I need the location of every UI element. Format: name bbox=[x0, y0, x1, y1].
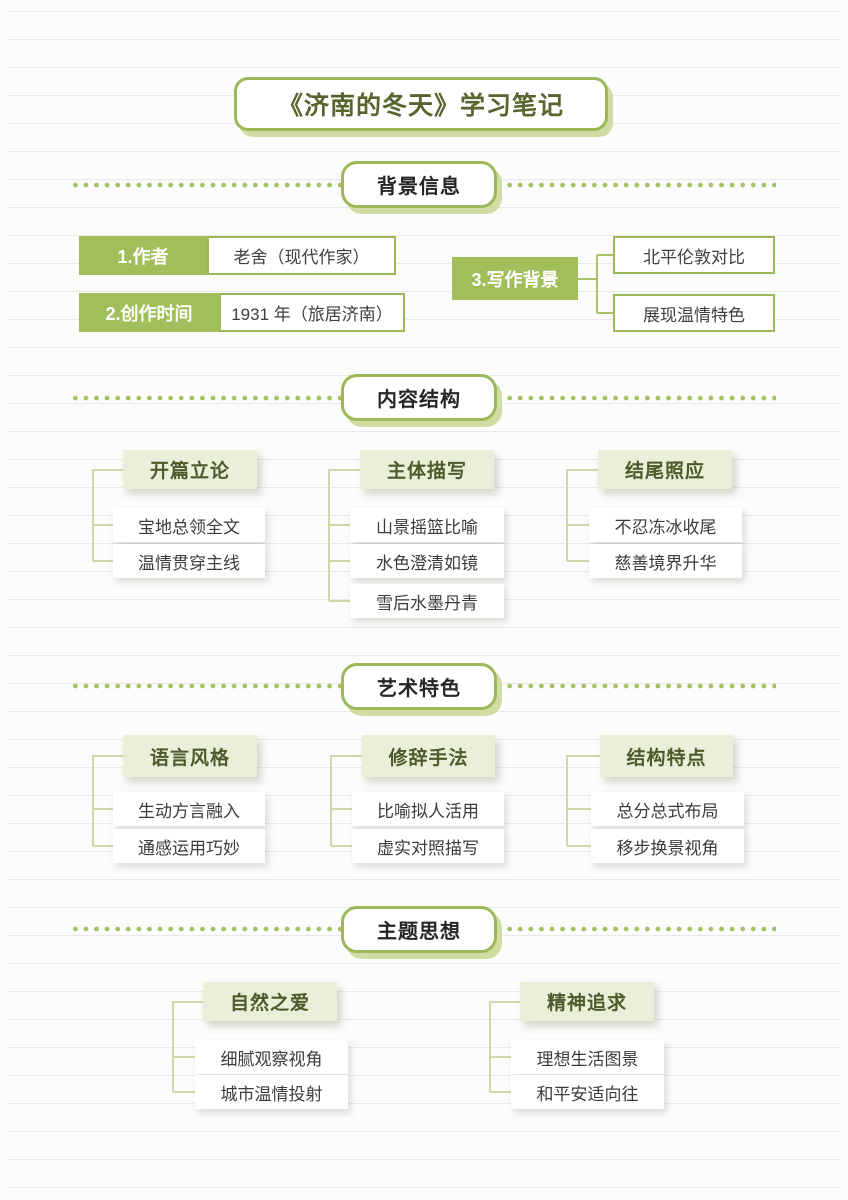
column-header: 开篇立论 bbox=[123, 450, 257, 489]
column-item: 理想生活图景 bbox=[511, 1040, 664, 1074]
column-item: 和平安适向往 bbox=[511, 1075, 664, 1109]
column-item: 水色澄清如镜 bbox=[350, 544, 504, 578]
column-header: 主体描写 bbox=[360, 450, 494, 489]
section-header-background-info: 背景信息 bbox=[341, 161, 497, 208]
fact-label-author: 1.作者 bbox=[79, 236, 207, 275]
branch-item: 北平伦敦对比 bbox=[613, 236, 775, 274]
column-item: 细腻观察视角 bbox=[195, 1040, 348, 1074]
branch-label-writing-background: 3.写作背景 bbox=[452, 257, 578, 300]
column-header: 修辞手法 bbox=[362, 735, 495, 777]
page-title: 《济南的冬天》学习笔记 bbox=[234, 77, 608, 131]
fact-value-author: 老舍（现代作家） bbox=[207, 236, 396, 275]
column-item: 山景摇篮比喻 bbox=[350, 508, 504, 542]
section-header-content-structure: 内容结构 bbox=[341, 374, 497, 421]
column-item: 不忍冻冰收尾 bbox=[589, 508, 742, 542]
column-item: 城市温情投射 bbox=[195, 1075, 348, 1109]
column-item: 通感运用巧妙 bbox=[113, 829, 265, 863]
column-item: 比喻拟人活用 bbox=[352, 792, 504, 826]
column-header: 结尾照应 bbox=[598, 450, 732, 489]
column-item: 虚实对照描写 bbox=[352, 829, 504, 863]
fact-value-date: 1931 年（旅居济南） bbox=[219, 293, 405, 332]
section-header-artistic-features: 艺术特色 bbox=[341, 663, 497, 710]
column-item: 慈善境界升华 bbox=[589, 544, 742, 578]
branch-item: 展现温情特色 bbox=[613, 294, 775, 332]
column-item: 移步换景视角 bbox=[591, 829, 744, 863]
column-header: 语言风格 bbox=[123, 735, 257, 777]
column-item: 温情贯穿主线 bbox=[113, 544, 265, 578]
column-header: 结构特点 bbox=[600, 735, 733, 777]
column-item: 雪后水墨丹青 bbox=[350, 584, 504, 618]
fact-label-date: 2.创作时间 bbox=[79, 293, 219, 332]
column-item: 宝地总领全文 bbox=[113, 508, 265, 542]
section-header-theme: 主题思想 bbox=[341, 906, 497, 953]
column-item: 总分总式布局 bbox=[591, 792, 744, 826]
column-item: 生动方言融入 bbox=[113, 792, 265, 826]
column-header: 精神追求 bbox=[520, 982, 654, 1021]
column-header: 自然之爱 bbox=[203, 982, 337, 1021]
